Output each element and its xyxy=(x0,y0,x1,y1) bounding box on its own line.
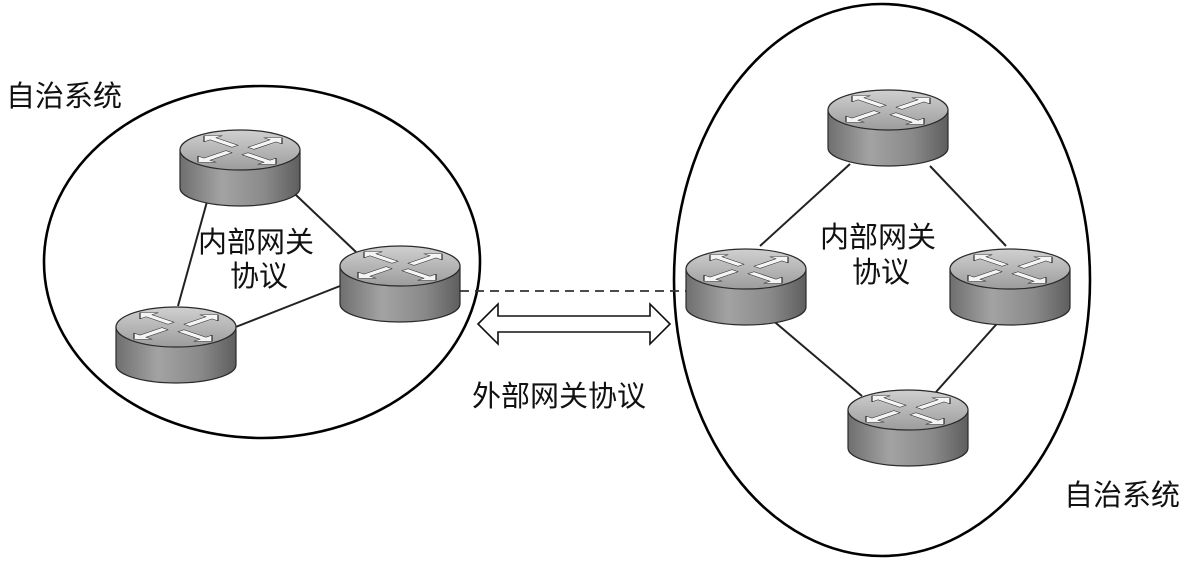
router-icon xyxy=(115,306,237,384)
link-right-right-to-bottom xyxy=(935,317,1003,393)
link-right-left-to-bottom xyxy=(769,317,863,397)
igp-label-right-line2: 协议 xyxy=(852,255,910,289)
egp-label: 外部网关协议 xyxy=(472,379,646,413)
as-label-left: 自治系统 xyxy=(6,79,122,113)
as-boundary-left xyxy=(42,84,482,440)
igp-label-left-line2: 协议 xyxy=(230,259,288,293)
router-icon xyxy=(685,248,807,326)
igp-label-left-line1: 内部网关 xyxy=(198,225,314,259)
link-right-left-to-top xyxy=(759,163,851,247)
link-left-top-to-bottom xyxy=(177,197,209,307)
router-icon xyxy=(847,389,969,467)
link-right-top-to-right xyxy=(929,165,1007,247)
link-left-bottom-to-right xyxy=(227,285,341,331)
egp-double-arrow-icon xyxy=(476,302,672,346)
router-icon xyxy=(949,248,1071,326)
as-label-right: 自治系统 xyxy=(1064,478,1180,512)
router-icon xyxy=(339,245,461,323)
router-icon xyxy=(179,129,301,207)
router-icon xyxy=(827,89,949,167)
as-boundary-right xyxy=(672,2,1092,558)
igp-label-right-line1: 内部网关 xyxy=(820,220,936,254)
